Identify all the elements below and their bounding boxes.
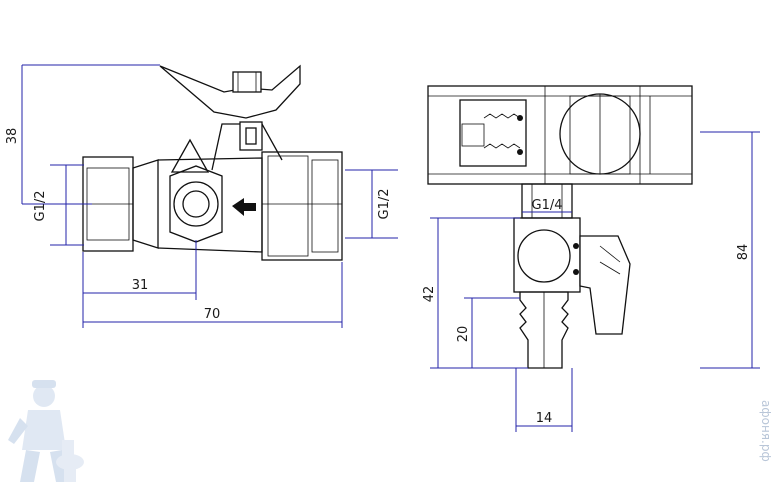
dim-84-label: 84 xyxy=(736,244,751,261)
left-view-dimensions xyxy=(21,64,398,328)
dim-20-label: 20 xyxy=(456,326,471,343)
plumber-mascot-icon xyxy=(8,380,84,482)
dim-g14-label: G1/4 xyxy=(532,198,563,213)
right-view-dimensions xyxy=(430,131,760,432)
dim-70-label: 70 xyxy=(204,307,221,322)
dim-14-label: 14 xyxy=(536,411,553,426)
watermark-site-text: афоня.рф xyxy=(759,400,773,462)
dim-38-label: 38 xyxy=(5,128,20,145)
valve-side-view xyxy=(82,64,343,261)
dim-31-label: 31 xyxy=(132,278,149,293)
dim-42-label: 42 xyxy=(422,286,437,303)
dim-g12-right-label: G1/2 xyxy=(377,189,392,220)
flow-arrow-icon xyxy=(232,198,256,216)
dim-g12-left-label: G1/2 xyxy=(33,191,48,222)
valve-front-view xyxy=(427,85,693,369)
